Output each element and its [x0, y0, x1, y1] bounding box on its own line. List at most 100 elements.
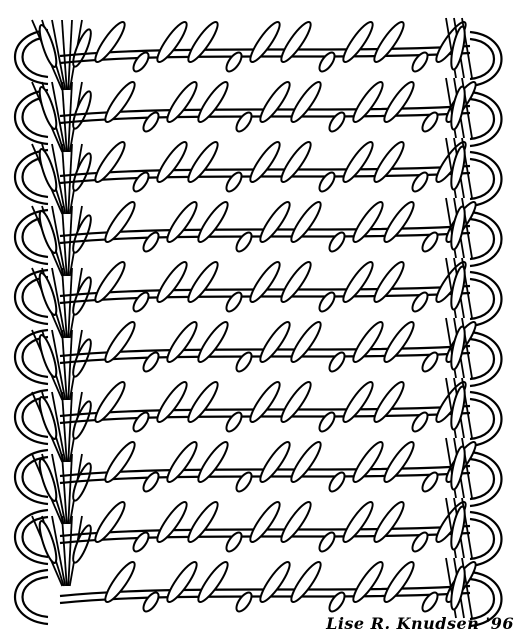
right-edge-loop-inner [470, 339, 494, 379]
stitch [246, 259, 283, 305]
fan-stitch [70, 276, 94, 317]
stitch [277, 259, 314, 305]
stitch [287, 559, 324, 605]
stitch [317, 50, 338, 74]
stitch [410, 410, 431, 434]
stitch [163, 79, 200, 125]
stitch [420, 230, 441, 254]
stitch [339, 379, 376, 425]
stitch [349, 79, 386, 125]
fan-stitch [70, 90, 94, 131]
stitch [141, 110, 162, 134]
stitch [141, 470, 162, 494]
artist-signature: Lise R. Knudsen '96 [326, 614, 514, 633]
stitch [420, 110, 441, 134]
stitch [380, 559, 417, 605]
stitch [277, 379, 314, 425]
stitch [327, 590, 348, 614]
stitch [317, 410, 338, 434]
stitch [234, 230, 255, 254]
stitch [141, 590, 162, 614]
stitch [287, 439, 324, 485]
stitch [349, 199, 386, 245]
right-edge-loop-inner [470, 39, 494, 79]
stitch [234, 350, 255, 374]
stitch [184, 19, 221, 65]
stitch [194, 559, 231, 605]
stitch [131, 50, 152, 74]
stitch [131, 290, 152, 314]
right-edge-loop-inner [470, 219, 494, 259]
stitch [246, 499, 283, 545]
stitch [380, 439, 417, 485]
stitch [287, 199, 324, 245]
yarn-line [60, 533, 470, 543]
stitch [370, 259, 407, 305]
stitch [420, 590, 441, 614]
stitch [141, 350, 162, 374]
stitch [163, 559, 200, 605]
stitch [317, 530, 338, 554]
stitch [327, 230, 348, 254]
stitch [370, 379, 407, 425]
stitch [246, 379, 283, 425]
stitch [380, 79, 417, 125]
right-edge-loop-inner [470, 99, 494, 139]
stitch [224, 290, 245, 314]
stitch [131, 530, 152, 554]
stitch [224, 170, 245, 194]
stitch [163, 319, 200, 365]
stitch [256, 319, 293, 365]
right-edge-loop-inner [470, 279, 494, 319]
stitch [234, 470, 255, 494]
stitch [327, 110, 348, 134]
stitch [194, 199, 231, 245]
stitch [184, 499, 221, 545]
stitch [224, 530, 245, 554]
stitch [410, 530, 431, 554]
stitch [131, 410, 152, 434]
stitch [410, 170, 431, 194]
stitch [256, 559, 293, 605]
stitch [339, 19, 376, 65]
right-edge-loop-inner [470, 159, 494, 199]
fan-stitch [70, 152, 94, 193]
stitch [380, 199, 417, 245]
stitch [339, 139, 376, 185]
stitch [420, 470, 441, 494]
stitch [287, 319, 324, 365]
stitch [410, 290, 431, 314]
stitch [256, 199, 293, 245]
stitch [194, 439, 231, 485]
stitch [256, 439, 293, 485]
stitch [287, 79, 324, 125]
stitch [349, 439, 386, 485]
stitch [410, 50, 431, 74]
stitch [339, 259, 376, 305]
stitch [370, 499, 407, 545]
right-edge-loop-inner [470, 459, 494, 499]
yarn-line [60, 293, 470, 303]
stitch [163, 199, 200, 245]
yarn-line [60, 173, 470, 183]
stitch [184, 379, 221, 425]
fan-stitch [70, 524, 94, 565]
stitch [194, 319, 231, 365]
yarn-line [60, 413, 470, 423]
left-edge-loop-inner [23, 577, 49, 617]
stitch [194, 79, 231, 125]
stitch [224, 50, 245, 74]
stitch [380, 319, 417, 365]
fan-stitch [70, 338, 94, 379]
stitch [246, 19, 283, 65]
stitch [349, 559, 386, 605]
stitch [256, 79, 293, 125]
stitch [141, 230, 162, 254]
stitch [327, 470, 348, 494]
stitch [131, 170, 152, 194]
stitch [246, 139, 283, 185]
stitch [277, 19, 314, 65]
right-edge-loop-inner [470, 519, 494, 559]
stitch [163, 439, 200, 485]
